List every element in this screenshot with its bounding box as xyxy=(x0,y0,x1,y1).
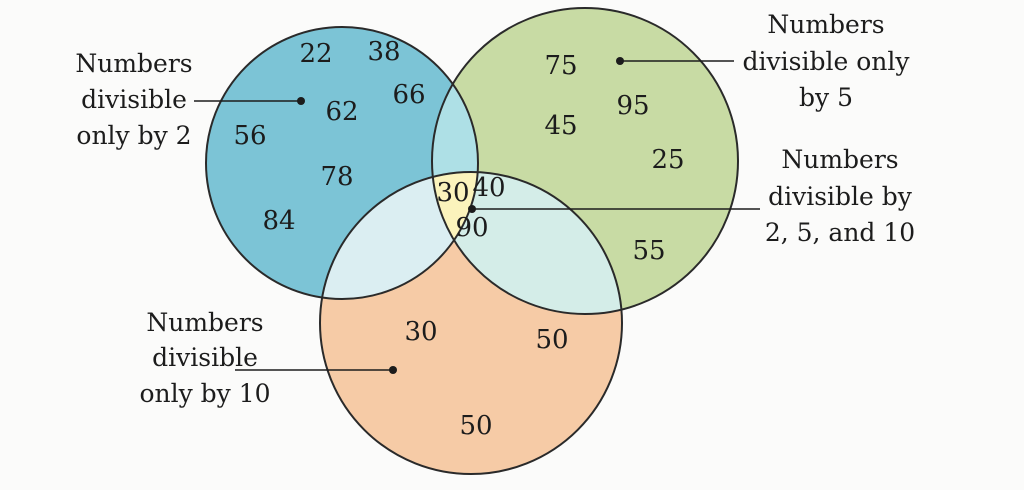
region-all-number: 90 xyxy=(455,213,488,243)
region-5-number: 75 xyxy=(544,51,577,81)
region-all-number: 30 xyxy=(436,178,469,208)
label-all-line: 2, 5, and 10 xyxy=(765,218,915,247)
label-only-5-line: divisible only xyxy=(743,47,911,76)
region-2-number: 56 xyxy=(233,121,266,151)
label-all-line: divisible by xyxy=(768,182,913,211)
label-all: Numbers divisible by 2, 5, and 10 xyxy=(765,145,915,247)
leader-dot-only-5 xyxy=(616,57,624,65)
circle-outline-5 xyxy=(431,7,739,315)
label-only-2: Numbers divisible only by 2 xyxy=(75,49,192,150)
label-only-5-line: Numbers xyxy=(767,10,884,39)
region-10-number: 50 xyxy=(459,411,492,441)
label-only-10-line: Numbers xyxy=(146,308,263,337)
region-2-number: 84 xyxy=(262,206,295,236)
label-only-2-line: only by 2 xyxy=(76,121,191,150)
region-5-number: 45 xyxy=(544,111,577,141)
region-2-number: 38 xyxy=(367,37,400,67)
region-5-number: 25 xyxy=(651,145,684,175)
label-only-10: Numbers divisible only by 10 xyxy=(139,308,270,408)
region-2-number: 66 xyxy=(392,80,425,110)
overlap-2-10 xyxy=(320,172,478,299)
region-2-number: 78 xyxy=(320,162,353,192)
leader-dot-only-10 xyxy=(389,366,397,374)
label-only-2-line: Numbers xyxy=(75,49,192,78)
label-only-5: Numbers divisible only by 5 xyxy=(743,10,911,112)
leader-dot-all xyxy=(468,205,476,213)
region-5-number: 55 xyxy=(632,236,665,266)
label-only-10-line: only by 10 xyxy=(139,379,270,408)
region-10-number: 30 xyxy=(404,317,437,347)
region-2-number: 62 xyxy=(325,97,358,127)
circle-outline-10 xyxy=(319,171,623,475)
label-all-line: Numbers xyxy=(781,145,898,174)
region-2-number: 22 xyxy=(299,39,332,69)
label-only-5-line: by 5 xyxy=(799,83,853,112)
overlap-5-10 xyxy=(432,172,622,314)
circle-outline-2 xyxy=(205,26,479,300)
label-only-2-line: divisible xyxy=(81,85,187,114)
region-5-number: 95 xyxy=(616,91,649,121)
region-10-number: 50 xyxy=(535,325,568,355)
region-all-number: 40 xyxy=(472,173,505,203)
label-only-10-line: divisible xyxy=(152,343,258,372)
leader-dot-only-2 xyxy=(297,97,305,105)
